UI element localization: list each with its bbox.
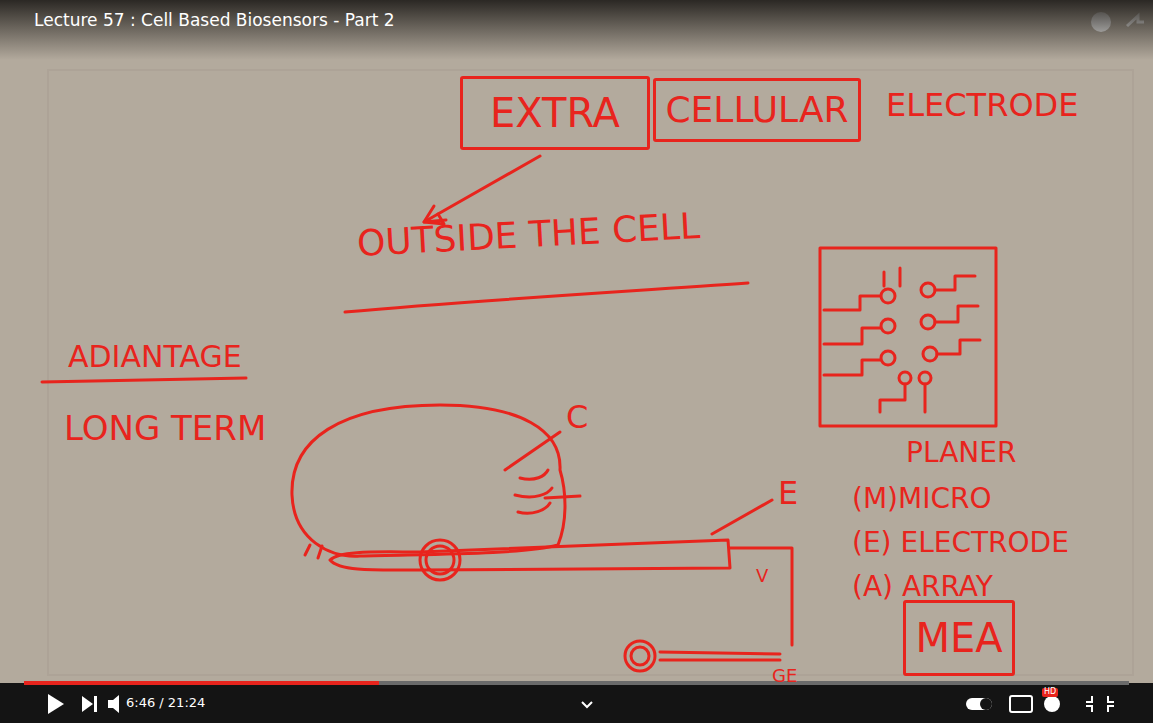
acronym-box: MEA [903, 600, 1015, 676]
heading-text: ADIANTAGE [68, 340, 242, 373]
node-text: EXTRA [490, 91, 620, 135]
video-title: Lecture 57 : Cell Based Biosensors - Par… [34, 10, 395, 30]
signal-name: V [756, 566, 768, 586]
boxed-word: EXTRA [460, 76, 650, 150]
node-text: CELLULAR [665, 90, 848, 130]
note-text: LONG TERM [64, 410, 266, 447]
quality-badge: HD [1042, 688, 1058, 697]
boxed-word: CELLULAR [653, 78, 861, 142]
word-label: ELECTRODE [886, 88, 1078, 123]
time-display: 6:46 / 21:24 [126, 696, 205, 710]
definition-text: OUTSIDE THE CELL [356, 206, 701, 264]
callout-letter: GE [772, 666, 797, 686]
node-text: MEA [915, 616, 1002, 660]
acronym-line: (E) ELECTRODE [852, 528, 1069, 559]
note-text: PLANER [906, 438, 1016, 469]
acronym-line: (M)MICRO [852, 484, 991, 515]
title-bar [0, 0, 1153, 60]
callout-letter: E [778, 476, 798, 511]
acronym-line: (A) ARRAY [852, 572, 993, 603]
callout-letter: C [566, 400, 588, 435]
